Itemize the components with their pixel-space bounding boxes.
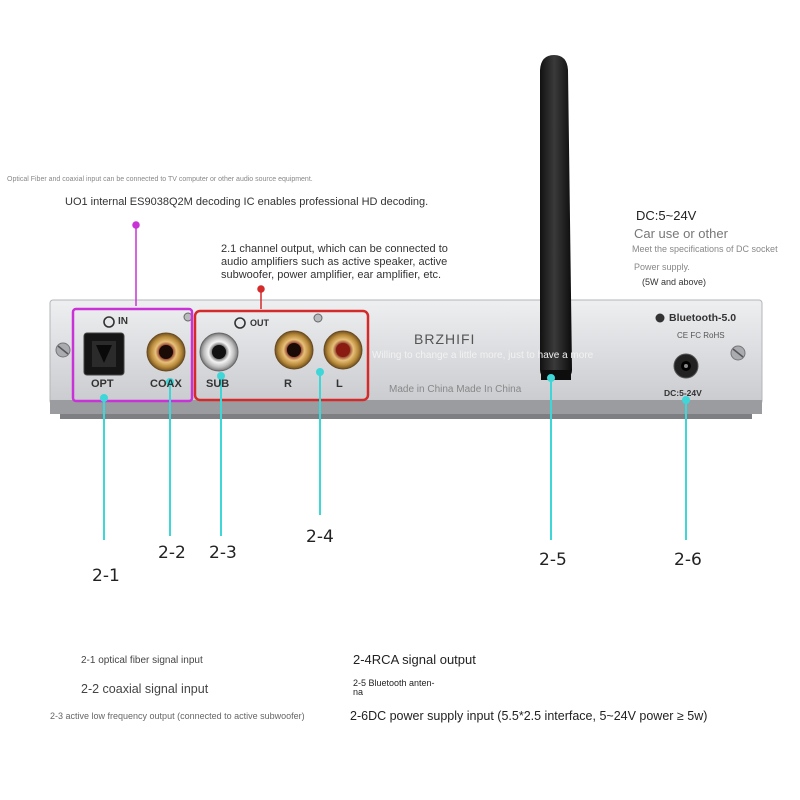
legend-2-5b: na — [353, 687, 364, 697]
coax-jack — [146, 332, 186, 372]
l-label: L — [336, 378, 343, 390]
note-channel-1: 2.1 channel output, which can be connect… — [221, 243, 448, 255]
antenna — [540, 55, 572, 380]
watermark-text: Willing to change a little more, just to… — [372, 350, 594, 361]
power-supply: Power supply. — [634, 262, 690, 272]
input-logo-icon — [103, 316, 115, 328]
coax-label: COAX — [150, 378, 182, 390]
legend-2-2: 2-2 coaxial signal input — [81, 682, 209, 696]
note-optical-coax: Optical Fiber and coaxial input can be c… — [7, 176, 313, 183]
bluetooth-icon — [655, 313, 665, 323]
output-box — [193, 309, 370, 402]
callout-2-4: 2-4 — [306, 527, 334, 547]
r-label: R — [284, 378, 292, 390]
optical-port — [83, 332, 125, 376]
opt-label: OPT — [91, 378, 114, 390]
cert-label: CE FC RoHS — [677, 331, 725, 340]
legend-2-1: 2-1 optical fiber signal input — [81, 655, 203, 666]
sub-jack — [199, 332, 239, 372]
power-car: Car use or other — [634, 226, 728, 241]
callout-2-1: 2-1 — [92, 566, 120, 586]
l-jack — [323, 330, 363, 370]
legend-2-4: 2-4RCA signal output — [353, 652, 476, 667]
callout-2-6: 2-6 — [674, 550, 702, 570]
power-meet: Meet the specifications of DC socket — [632, 244, 778, 254]
callout-2-3: 2-3 — [209, 543, 237, 563]
made-in-label: Made in China Made In China — [389, 384, 522, 395]
power-dc: DC:5~24V — [636, 208, 697, 223]
power-watts: (5W and above) — [642, 277, 707, 287]
chassis — [49, 299, 763, 419]
pointer-lines — [100, 368, 690, 540]
r-jack — [274, 330, 314, 370]
input-pointer — [132, 221, 140, 306]
legend-2-5a: 2-5 Bluetooth anten- — [353, 678, 435, 688]
bluetooth-label: Bluetooth-5.0 — [669, 312, 737, 324]
brand-label: BRZHIFI — [414, 331, 476, 347]
output-pointer — [257, 285, 265, 309]
input-box — [71, 307, 194, 403]
callout-2-5: 2-5 — [539, 550, 567, 570]
sub-label: SUB — [206, 378, 230, 390]
out-label: OUT — [250, 318, 269, 328]
dc-jack — [673, 353, 699, 379]
callout-2-2: 2-2 — [158, 543, 186, 563]
in-label: IN — [118, 316, 128, 327]
note-channel-2: audio amplifiers such as active speaker,… — [221, 256, 448, 268]
output-logo-icon — [234, 317, 246, 329]
dc-panel-label: DC:5-24V — [664, 388, 702, 398]
legend-2-3: 2-3 active low frequency output (connect… — [50, 711, 305, 721]
note-channel-3: subwoofer, power amplifier, ear amplifie… — [221, 269, 442, 281]
legend-2-6: 2-6DC power supply input (5.5*2.5 interf… — [350, 709, 708, 723]
note-decoding: UO1 internal ES9038Q2M decoding IC enabl… — [65, 196, 429, 208]
